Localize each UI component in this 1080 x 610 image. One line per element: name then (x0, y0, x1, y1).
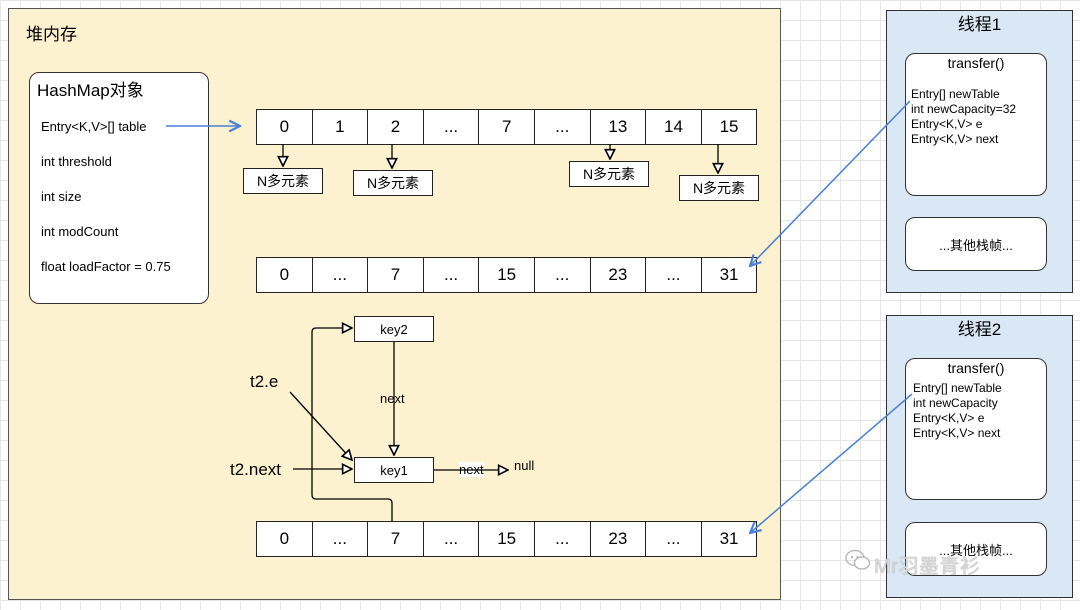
bucket-box: N多元素 (679, 175, 759, 201)
wechat-icon (845, 549, 871, 570)
table-cell: 2 (367, 109, 424, 145)
field-table: Entry<K,V>[] table (41, 119, 147, 134)
thread2-transfer-frame (905, 358, 1047, 500)
table-cell: ... (422, 521, 480, 557)
t2next-label: t2.next (230, 460, 282, 479)
table-cell: 15 (700, 109, 758, 145)
thread1-var-newtable: Entry[] newTable (911, 87, 1000, 101)
table-cell: ... (533, 521, 591, 557)
field-size: int size (41, 189, 82, 204)
table-cell: 0 (256, 257, 313, 293)
table-cell: 31 (700, 521, 758, 557)
table-cell: 7 (367, 257, 424, 293)
thread2-var-e: Entry<K,V> e (913, 411, 985, 425)
old-table: 0 1 2 ... 7 ... 13 14 15 (256, 109, 758, 145)
hashmap-object (29, 72, 209, 304)
table-cell: 23 (589, 257, 647, 293)
new-table-thread2: 0 ... 7 ... 15 ... 23 ... 31 (256, 521, 758, 557)
table-cell: 0 (256, 109, 313, 145)
bucket-box: N多元素 (569, 161, 649, 187)
t2e-arrow (289, 391, 352, 460)
heap-title: 堆内存 (26, 25, 77, 44)
table-cell: 15 (478, 521, 535, 557)
thread1-var-next: Entry<K,V> next (911, 132, 999, 146)
field-modcount: int modCount (41, 224, 119, 239)
slot7-to-key2-arrow (311, 328, 393, 521)
table-cell: ... (533, 257, 591, 293)
bucket-box: N多元素 (243, 168, 323, 194)
table-cell: 13 (589, 109, 647, 145)
thread2-var-next: Entry<K,V> next (913, 426, 1001, 440)
thread1-newtable-arrow (750, 100, 911, 266)
key1-node: key1 (354, 457, 434, 483)
thread2-var-newcapacity: int newCapacity (913, 396, 998, 410)
table-cell: 0 (256, 521, 313, 557)
table-cell: 15 (478, 257, 535, 293)
table-cell: 7 (478, 109, 535, 145)
thread1-other-frames: ...其他栈帧... (905, 217, 1047, 271)
table-cell: ... (645, 257, 702, 293)
table-cell: 1 (311, 109, 369, 145)
thread2-other-frames: ...其他栈帧... (905, 522, 1047, 576)
table-cell: ... (311, 521, 369, 557)
thread1-title: 线程1 (957, 15, 1002, 34)
table-cell: 14 (645, 109, 702, 145)
field-threshold: int threshold (41, 154, 112, 169)
next-label: next (380, 391, 405, 406)
null-label: null (514, 458, 535, 473)
thread1-var-newcapacity: int newCapacity=32 (911, 102, 1017, 116)
table-cell: ... (533, 109, 591, 145)
new-table-thread1: 0 ... 7 ... 15 ... 23 ... 31 (256, 257, 758, 293)
thread1-frame-title: transfer() (947, 55, 1005, 71)
field-loadfactor: float loadFactor = 0.75 (41, 259, 171, 274)
key2-node: key2 (354, 316, 434, 342)
table-cell: ... (645, 521, 702, 557)
watermark-text: Mr羽墨青衫 (874, 556, 981, 578)
thread1-transfer-frame (905, 53, 1047, 196)
hashmap-title: HashMap对象 (37, 81, 144, 100)
thread2-title: 线程2 (957, 320, 1002, 339)
table-cell: ... (311, 257, 369, 293)
table-cell: 31 (700, 257, 758, 293)
thread2-newtable-arrow (750, 393, 913, 533)
t2e-label: t2.e (250, 372, 279, 391)
bucket-box: N多元素 (353, 170, 433, 196)
thread2-frame-title: transfer() (947, 360, 1005, 376)
thread2-var-newtable: Entry[] newTable (913, 381, 1002, 395)
thread1-var-e: Entry<K,V> e (911, 117, 983, 131)
